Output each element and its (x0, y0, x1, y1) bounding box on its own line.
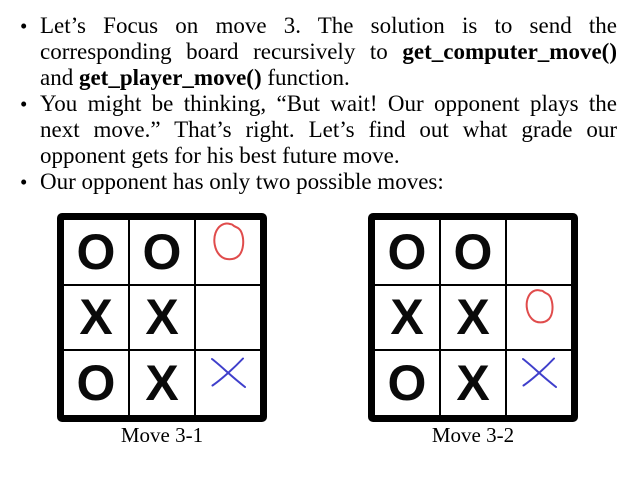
bullet-marker: • (20, 14, 28, 38)
code-function-name: get_player_move() (78, 65, 262, 90)
board-cell: O (130, 220, 194, 284)
bullet-item-3: • Our opponent has only two possible mov… (20, 169, 617, 195)
board-cell-empty (196, 285, 260, 350)
board-cell: X (375, 285, 439, 350)
bullet-text-1: Let’s Focus on move 3. The solution is t… (40, 13, 617, 91)
board-cell: X (130, 285, 194, 350)
bullet-marker: • (20, 170, 28, 194)
text-line: opponent gets for his best future move. (40, 143, 617, 169)
blue-x-annotation-icon (211, 357, 246, 388)
text-segment: corresponding board recursively to (40, 39, 403, 64)
board-cell: X (130, 351, 194, 415)
board-cell: O (64, 220, 128, 284)
text-segment: You might be thinking, “But wait! Our op… (40, 91, 617, 116)
red-circle-annotation-icon (525, 289, 554, 324)
board-cell-annotated (507, 351, 571, 415)
text-segment: Our opponent has only two possible moves… (40, 169, 444, 194)
text-line: corresponding board recursively to get_c… (40, 39, 617, 65)
board-grid: O O X X O X (375, 220, 571, 415)
bullet-marker: • (20, 92, 28, 116)
text-line: next move.” That’s right. Let’s find out… (40, 117, 617, 143)
text-segment: and (40, 65, 79, 90)
board-caption-move-3-2: Move 3-2 (431, 423, 515, 447)
bullet-text-2: You might be thinking, “But wait! Our op… (40, 91, 617, 169)
board-grid: O O X X O X (64, 220, 260, 415)
text-line: You might be thinking, “But wait! Our op… (40, 91, 617, 117)
board-cell: X (64, 285, 128, 350)
board-cell: O (375, 351, 439, 415)
code-function-name: get_computer_move() (402, 39, 617, 64)
bullet-item-2: • You might be thinking, “But wait! Our … (20, 91, 617, 169)
text-segment: opponent gets for his best future move. (40, 143, 400, 168)
bullet-item-1: • Let’s Focus on move 3. The solution is… (20, 13, 617, 91)
text-segment: Let’s Focus on move 3. The solution is t… (40, 13, 617, 38)
blue-x-annotation-icon (522, 357, 557, 388)
board-cell: X (441, 351, 505, 415)
board-cell: O (375, 220, 439, 284)
bullet-list: • Let’s Focus on move 3. The solution is… (20, 13, 617, 195)
tictactoe-board-move-3-1: O O X X O X (57, 213, 267, 422)
board-cell: O (441, 220, 505, 284)
board-cell-annotated (196, 220, 260, 284)
board-cell: O (64, 351, 128, 415)
bullet-text-3: Our opponent has only two possible moves… (40, 169, 617, 195)
board-cell: X (441, 285, 505, 350)
text-line: Let’s Focus on move 3. The solution is t… (40, 13, 617, 39)
text-line: and get_player_move() function. (40, 65, 617, 91)
text-line: Our opponent has only two possible moves… (40, 169, 617, 195)
text-segment: next move.” That’s right. Let’s find out… (40, 117, 617, 142)
red-circle-annotation-icon (213, 222, 245, 261)
board-caption-move-3-1: Move 3-1 (120, 423, 204, 447)
board-cell-annotated (196, 351, 260, 415)
board-cell-annotated (507, 285, 571, 350)
text-segment: function. (261, 65, 350, 90)
board-cell-empty (507, 220, 571, 284)
tictactoe-board-move-3-2: O O X X O X (368, 213, 578, 422)
